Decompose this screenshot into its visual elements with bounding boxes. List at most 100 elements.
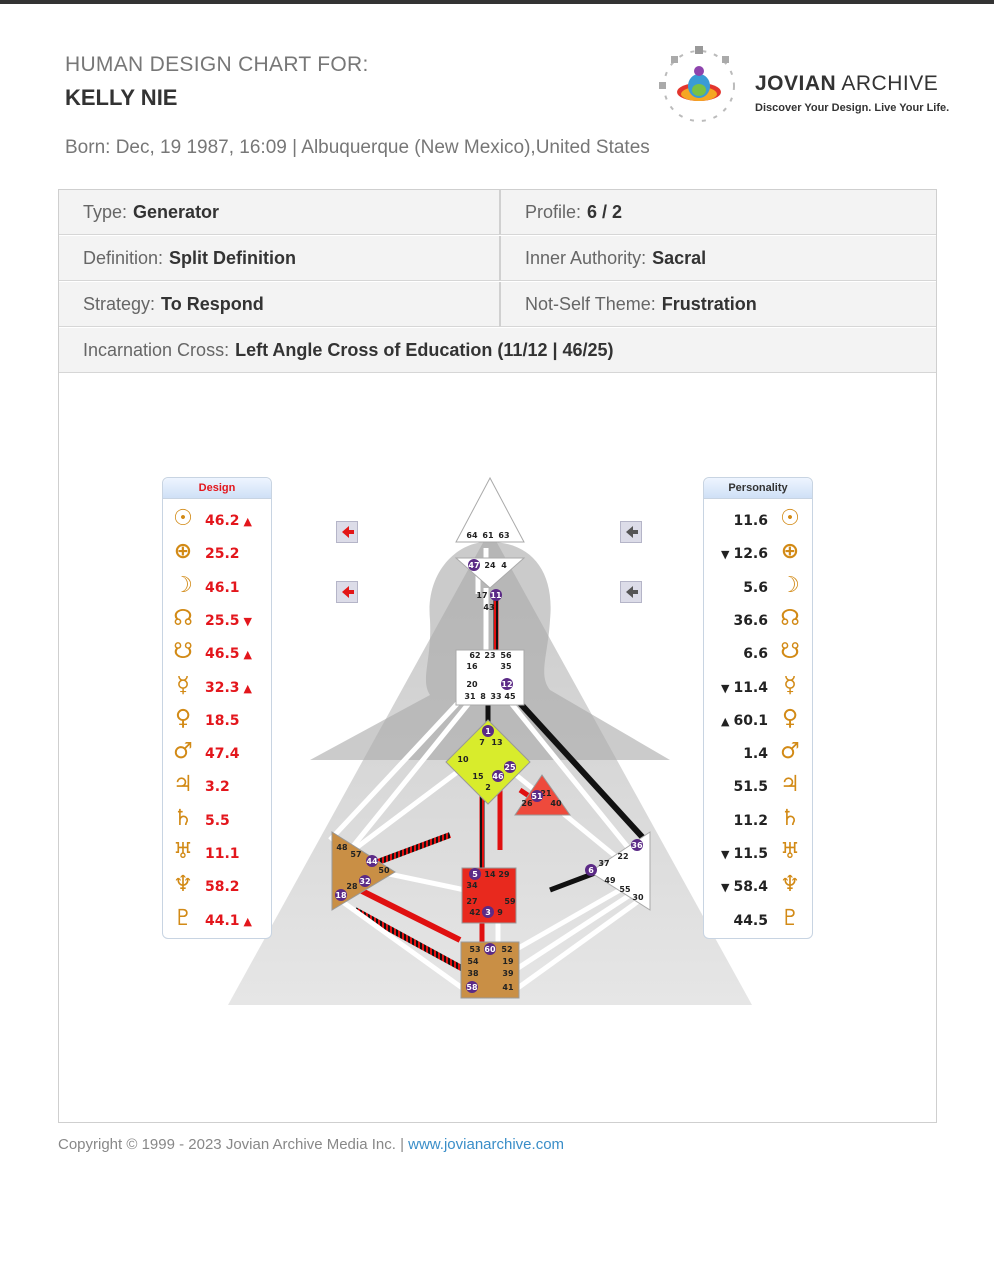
design-arrow-bottom[interactable] [336,581,358,603]
active-gate-marker [501,678,513,690]
gate-number-45: 45 [504,692,516,701]
design-row: ☉46.2▲ [171,506,252,532]
design-row: ⊕25.2 [171,539,244,565]
personality-row: 1.4♂ [739,739,802,765]
gate-number-64: 64 [466,531,478,540]
gate-number-46: 46 [492,772,504,781]
design-row: ☊25.5▼ [171,606,252,632]
gate-number-19: 19 [502,957,514,966]
planet-glyph-icon: ♆ [173,872,193,898]
personality-row: ▼11.4☿ [721,673,802,699]
design-panel-title: Design [163,478,271,499]
active-gate-marker [469,868,481,880]
planet-glyph-icon: ♃ [173,772,193,798]
personality-arrow-bottom[interactable] [620,581,642,603]
jovian-archive-logo[interactable]: JOVIAN ARCHIVE Discover Your Design. Liv… [655,42,955,130]
type-cell: Type:Generator [59,190,499,235]
personality-arrow: ▲ [720,714,730,728]
channels [328,548,648,993]
design-value: 18.5 [205,712,240,729]
gate-number-4: 4 [501,561,507,570]
gate-number-17: 17 [476,591,487,600]
planet-glyph-icon: ♇ [780,905,800,931]
gate-number-23: 23 [484,651,495,660]
design-value: 3.2 [205,779,230,796]
personality-arrow-top[interactable] [620,521,642,543]
planet-glyph-icon: ⊕ [173,539,193,565]
gate-number-49: 49 [604,876,616,885]
gate-number-29: 29 [498,870,510,879]
design-value: 11.1 [205,846,240,862]
gate-number-12: 12 [501,680,512,689]
personality-value: 5.6 [743,579,768,596]
design-arrow: ▲ [243,681,253,695]
design-row: ♇44.1▲ [171,906,252,932]
design-row: ☿32.3▲ [171,673,252,699]
gate-number-48: 48 [336,843,348,852]
active-gate-marker [335,889,347,901]
active-gate-marker [482,906,494,918]
gate-number-28: 28 [346,882,358,891]
profile-cell: Profile:6 / 2 [499,190,936,235]
gate-number-6: 6 [588,866,594,875]
strategy-cell: Strategy:To Respond [59,282,499,327]
design-arrow: ▼ [243,614,253,628]
planet-glyph-icon: ♄ [173,805,193,831]
logo-emblem-icon [659,46,735,122]
authority-cell: Inner Authority:Sacral [499,236,936,281]
head-center [455,476,525,543]
gate-number-47: 47 [468,561,479,570]
gate-number-54: 54 [467,957,479,966]
person-name: KELLY NIE [65,85,178,110]
planet-glyph-icon: ♀ [781,705,799,731]
gate-number-5: 5 [472,870,478,879]
personality-arrow: ▼ [720,881,730,895]
design-row: ♂47.4 [171,739,244,765]
gate-number-26: 26 [521,799,533,808]
planet-glyph-icon: ☋ [173,639,193,665]
gate-number-35: 35 [500,662,512,671]
design-arrow: ▲ [243,515,253,528]
incarnation-cross-cell: Incarnation Cross:Left Angle Cross of Ed… [59,328,936,373]
jovian-archive-link[interactable]: www.jovianarchive.com [408,1136,565,1153]
not-self-cell: Not-Self Theme:Frustration [499,282,936,327]
active-gate-marker [366,855,378,867]
g-center [445,719,531,805]
gate-number-1: 1 [485,727,491,736]
planet-glyph-icon: ⊕ [780,539,800,565]
design-value: 25.5 [205,612,240,629]
active-gate-marker [585,864,597,876]
design-row: ♅11.1 [171,839,244,865]
gate-number-34: 34 [466,881,478,890]
personality-value: 58.4 [733,879,768,896]
gate-number-50: 50 [378,866,390,875]
active-gate-marker [482,725,494,737]
personality-value: 36.6 [733,612,768,629]
design-value: 46.1 [205,579,240,596]
gate-number-59: 59 [504,897,516,906]
gate-number-11: 11 [490,591,502,600]
planet-glyph-icon: ♅ [780,839,800,864]
personality-value: 11.6 [733,513,768,529]
design-row: ♄5.5 [171,806,234,832]
personality-row: 6.6☋ [739,639,802,665]
design-arrow-top[interactable] [336,521,358,543]
gate-number-20: 20 [466,680,478,689]
planet-glyph-icon: ♃ [780,772,800,798]
planet-glyph-icon: ♆ [780,872,800,898]
gate-number-16: 16 [466,662,478,671]
personality-arrow: ▼ [720,681,730,695]
personality-row: ▼12.6⊕ [721,539,802,565]
gate-number-62: 62 [469,651,480,660]
gate-number-43: 43 [483,603,494,612]
chart-for-label: HUMAN DESIGN CHART FOR: [65,53,369,76]
active-gate-marker [484,943,496,955]
personality-value: 60.1 [733,712,768,729]
planet-glyph-icon: ☉ [780,506,800,531]
design-row: ☋46.5▲ [171,639,252,665]
gate-number-44: 44 [366,857,378,866]
active-gate-marker [531,790,543,802]
design-panel: Design ☉46.2▲⊕25.2☽46.1☊25.5▼☋46.5▲☿32.3… [162,477,272,939]
design-value: 46.2 [205,513,240,529]
